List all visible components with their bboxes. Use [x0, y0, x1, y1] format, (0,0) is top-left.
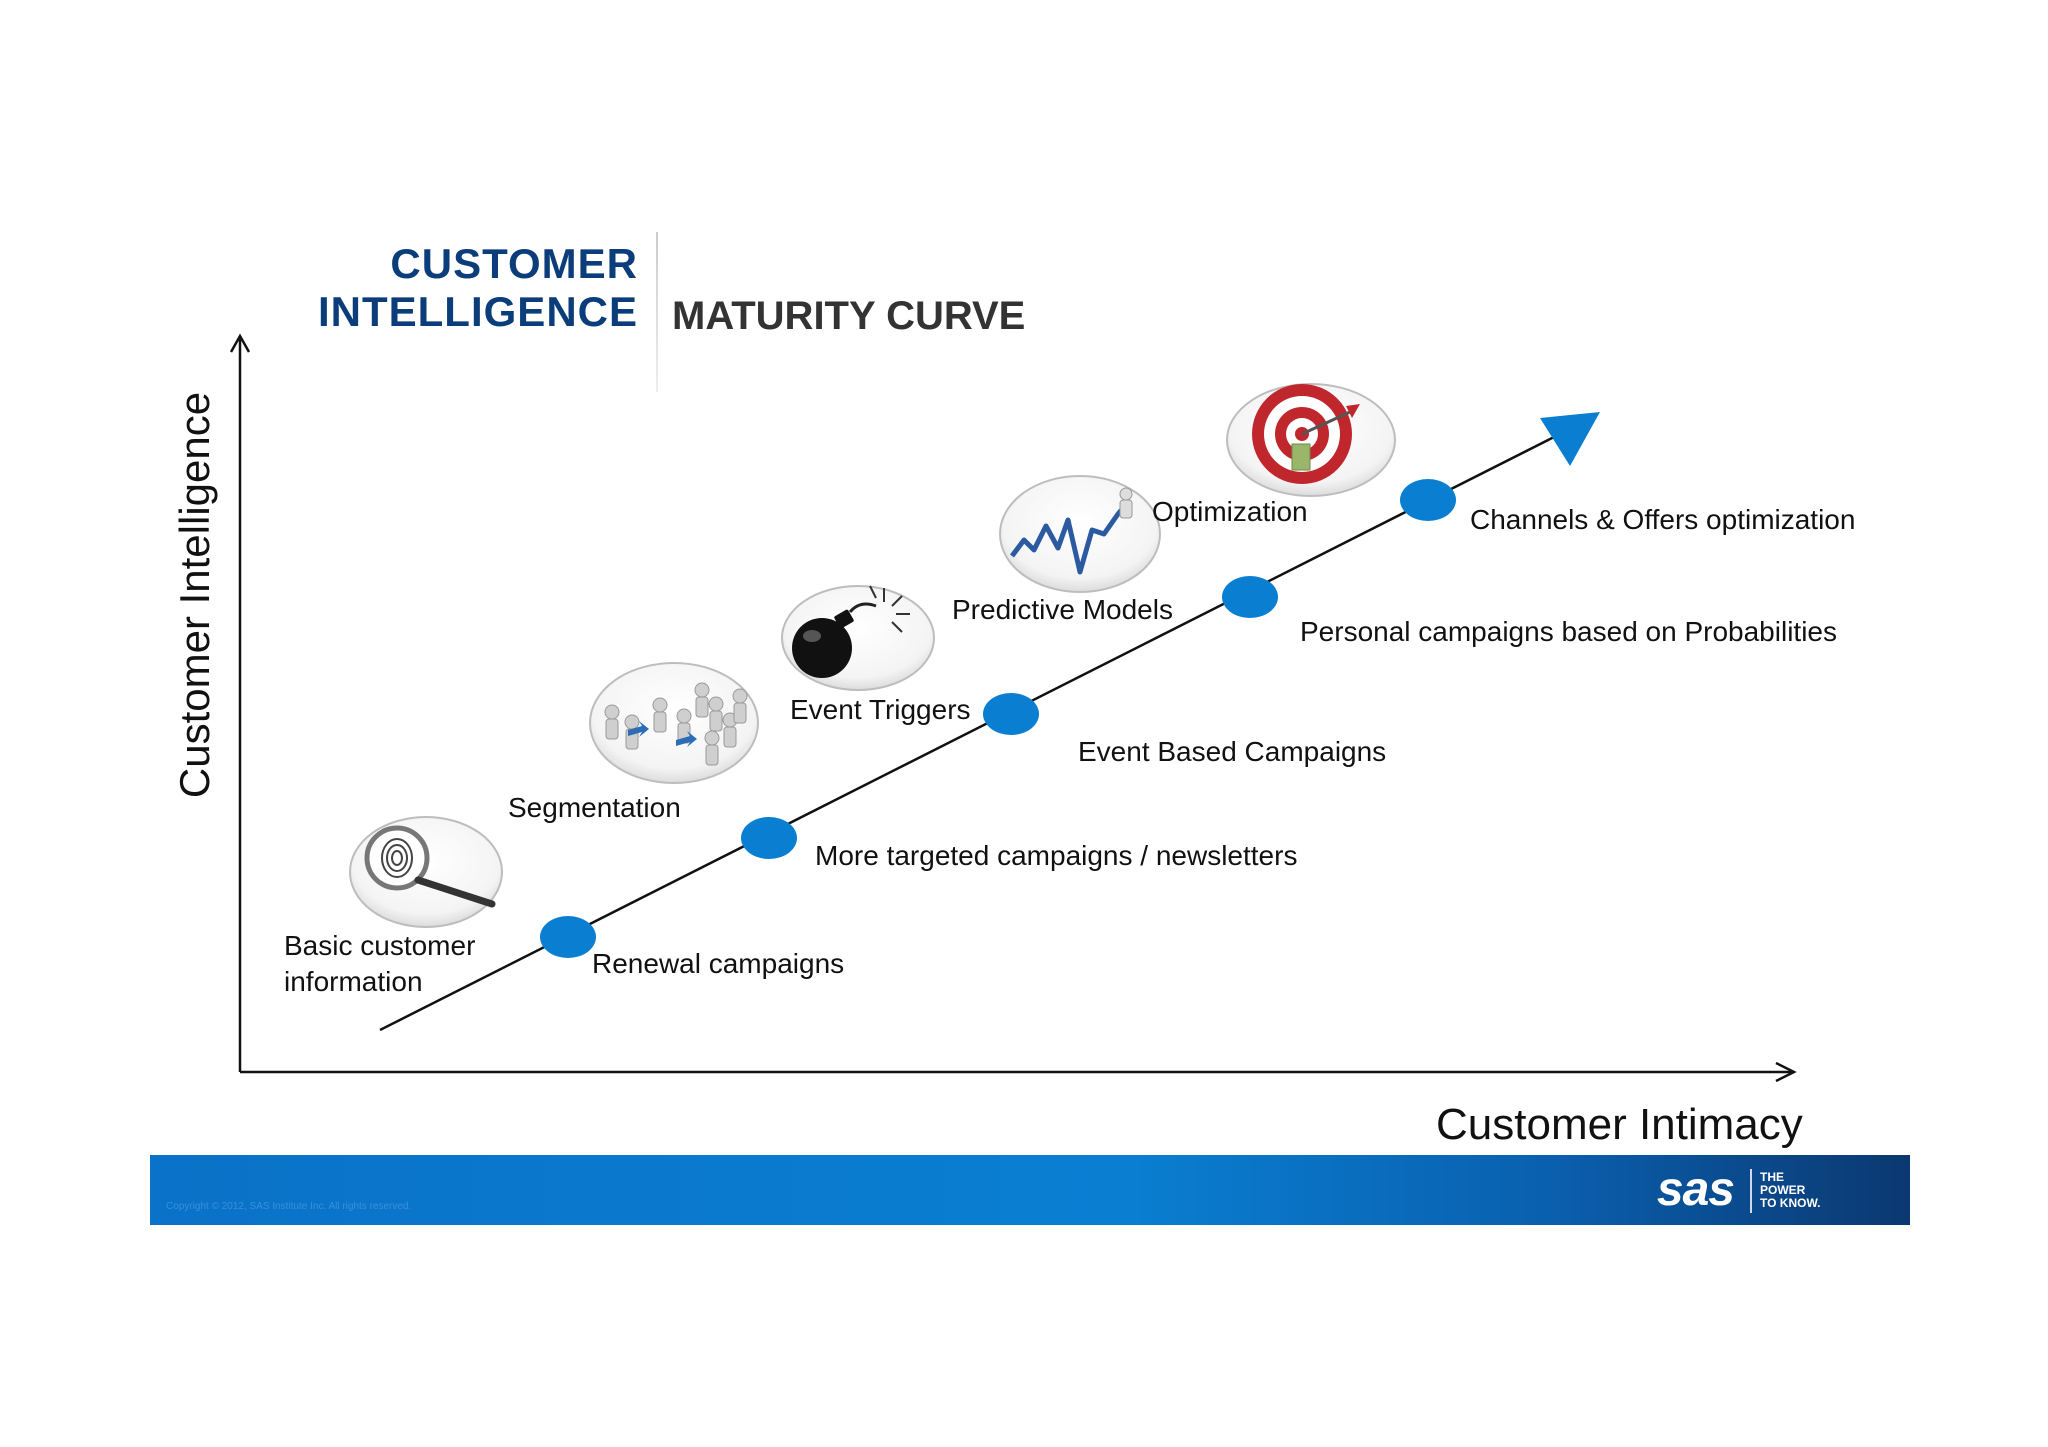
title-line-1: CUSTOMER	[390, 240, 638, 287]
y-axis	[229, 333, 251, 1072]
tagline-line2: POWER	[1760, 1183, 1806, 1197]
stage-label-basic-line1: Basic customer	[284, 930, 476, 961]
x-axis-label: Customer Intimacy	[1436, 1100, 1803, 1149]
milestone-label-personal: Personal campaigns based on Probabilitie…	[1300, 616, 1837, 647]
curve-arrowhead	[1540, 412, 1600, 466]
stage-label-event-triggers: Event Triggers	[790, 694, 971, 725]
x-axis	[240, 1061, 1797, 1083]
milestone-dot-targeted	[741, 817, 797, 859]
target-icon	[1226, 383, 1396, 497]
milestone-label-event-based: Event Based Campaigns	[1078, 736, 1387, 767]
sas-logo: sas	[1656, 1163, 1735, 1216]
stage-label-segmentation: Segmentation	[508, 792, 681, 823]
milestone-dot-personal	[1222, 576, 1278, 618]
tagline-line1: THE	[1760, 1170, 1784, 1184]
fingerprint-magnifier-icon	[349, 816, 503, 928]
milestone-label-channels: Channels & Offers optimization	[1470, 504, 1856, 535]
copyright-text: Copyright © 2012, SAS Institute Inc. All…	[166, 1201, 412, 1212]
milestone-label-renewal: Renewal campaigns	[592, 948, 845, 979]
stage-label-optimization: Optimization	[1152, 496, 1308, 527]
trend-line-icon	[999, 475, 1161, 593]
milestone-dot-event-based	[983, 693, 1039, 735]
footer-bar: Copyright © 2012, SAS Institute Inc. All…	[150, 1155, 1910, 1225]
logo-separator	[1750, 1169, 1752, 1213]
title-customer-intelligence: CUSTOMER INTELLIGENCE	[318, 240, 638, 336]
milestone-dot-renewal	[540, 916, 596, 958]
tagline-line3: TO KNOW.	[1760, 1196, 1821, 1210]
sas-tagline: THE POWER TO KNOW.	[1760, 1171, 1824, 1210]
title-line-2: INTELLIGENCE	[317, 288, 638, 335]
stage-label-basic-line2: information	[284, 966, 423, 997]
milestone-label-targeted: More targeted campaigns / newsletters	[815, 840, 1298, 871]
stage-label-predictive: Predictive Models	[952, 594, 1173, 625]
title-divider	[656, 232, 658, 392]
title-maturity-curve: MATURITY CURVE	[672, 294, 1026, 338]
people-segmentation-icon	[589, 662, 759, 784]
bomb-icon	[781, 585, 935, 691]
milestone-dot-channels	[1400, 479, 1456, 521]
stage-label-basic: Basic customer information	[284, 928, 475, 1000]
